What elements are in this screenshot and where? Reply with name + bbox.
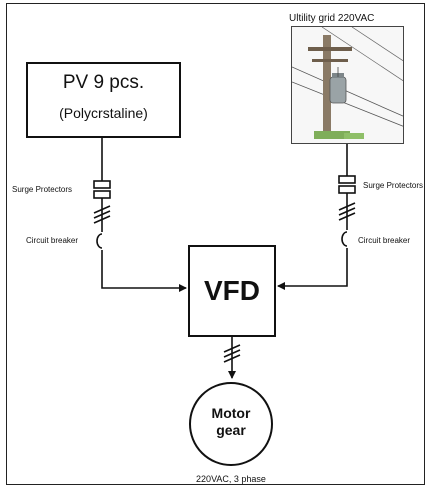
left-breaker-label: Circuit breaker xyxy=(26,236,78,245)
right-surge-protector-icon-lower xyxy=(339,186,355,193)
right-breaker-icon xyxy=(342,232,347,246)
left-branch xyxy=(94,138,186,288)
pv-array-box: PV 9 pcs. (Polycrstaline) xyxy=(26,62,181,138)
left-surge-label: Surge Protectors xyxy=(12,185,72,194)
utility-pole-image xyxy=(291,26,404,144)
right-wire-to-vfd xyxy=(278,248,347,286)
left-wire-to-vfd xyxy=(102,250,186,288)
pv-title: PV 9 pcs. xyxy=(28,72,179,94)
motor-label-line1: Motor xyxy=(183,405,279,422)
left-surge-protector-icon xyxy=(94,181,110,188)
vfd-label: VFD xyxy=(190,275,274,307)
motor-spec-label: 220VAC, 3 phase xyxy=(170,474,292,484)
pv-subtitle: (Polycrstaline) xyxy=(28,105,179,121)
vfd-box: VFD xyxy=(188,245,276,337)
motor-label-line2: gear xyxy=(183,422,279,439)
grid-label: Ultility grid 220VAC xyxy=(289,13,374,24)
right-surge-protector-icon xyxy=(339,176,355,183)
right-surge-label: Surge Protectors xyxy=(363,181,423,190)
right-breaker-label: Circuit breaker xyxy=(358,236,410,245)
left-surge-protector-icon-lower xyxy=(94,191,110,198)
left-breaker-icon xyxy=(97,234,102,248)
output-branch xyxy=(190,337,272,465)
utility-pole-icon xyxy=(292,27,404,144)
right-branch xyxy=(278,144,355,286)
